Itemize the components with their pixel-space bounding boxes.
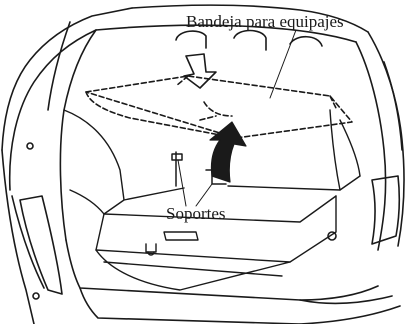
cargo-area	[63, 109, 361, 291]
curved-arrow-up-icon	[209, 121, 247, 183]
luggage-tray-label: Bandeja para equipajes	[186, 12, 344, 31]
supports-label: Soportes	[166, 204, 226, 223]
luggage-tray-dashed	[85, 29, 353, 139]
outline-arrow-down-icon	[183, 53, 217, 89]
vehicle-body	[1, 4, 405, 324]
